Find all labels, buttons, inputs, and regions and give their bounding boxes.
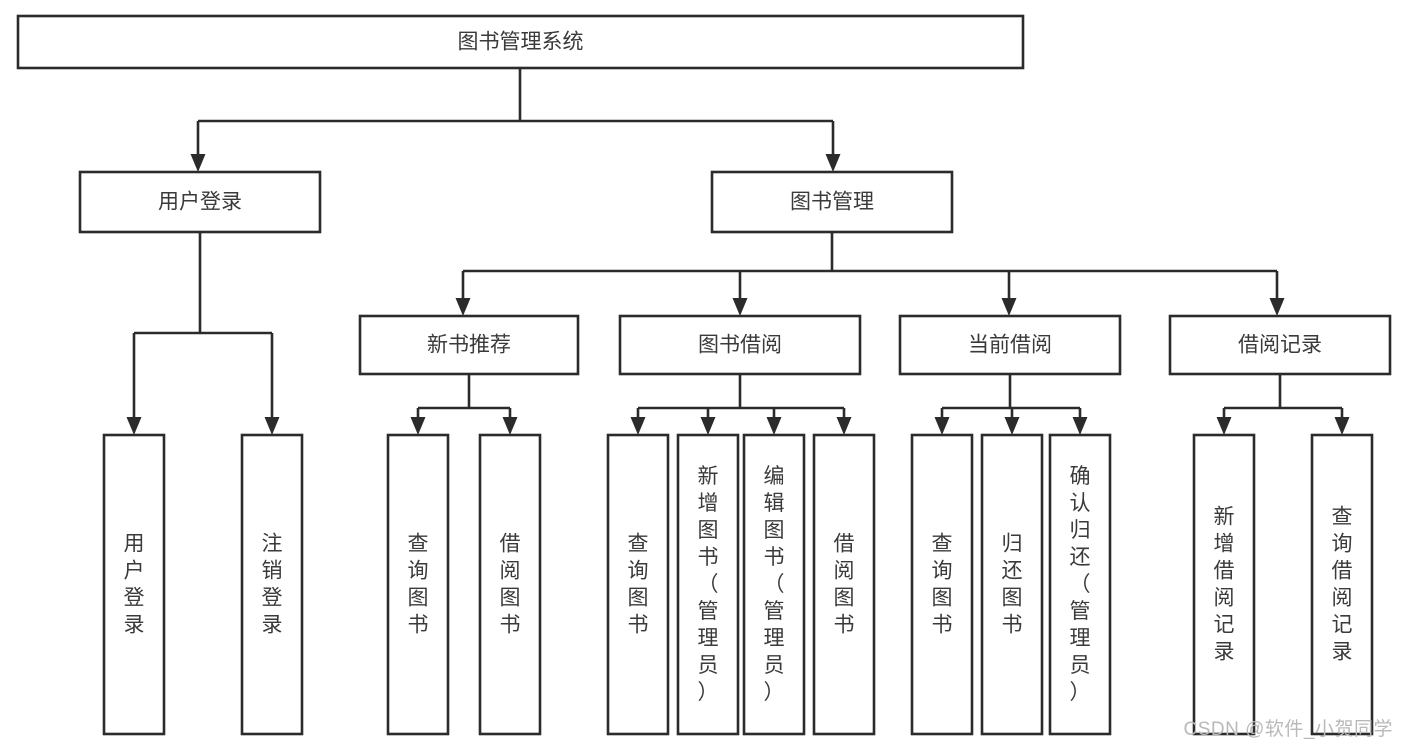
- node-leaf-7[interactable]: 借阅图书: [812, 433, 876, 736]
- box-label: 图书管理系统: [458, 31, 584, 54]
- connector-newbook-to-leaves-arrow-1-head: [502, 417, 518, 435]
- node-leaf-4[interactable]: 查询图书: [606, 433, 670, 736]
- box-label: 图书管理: [790, 191, 874, 214]
- connector-root-to-level2-arrow-1-head: [825, 154, 841, 172]
- node-leaf-3[interactable]: 借阅图书: [478, 433, 542, 736]
- box-label: 确认归还（管理员）: [1070, 465, 1091, 704]
- box-label: 用户登录: [124, 533, 145, 637]
- connector-layer: [126, 68, 1350, 435]
- connector-current-to-leaves-arrow-2-head: [1072, 417, 1088, 435]
- node-leaf-10[interactable]: 确认归还（管理员）: [1048, 433, 1112, 736]
- box-shape: [812, 433, 876, 736]
- node-level3-3[interactable]: 借阅记录: [1168, 314, 1392, 376]
- box-shape: [910, 433, 974, 736]
- box-label: 查询借阅记录: [1332, 506, 1353, 664]
- box-shape: [386, 433, 450, 736]
- box-label: 归还图书: [1002, 533, 1023, 637]
- box-shape: [1168, 314, 1392, 376]
- box-shape: [78, 170, 322, 234]
- box-label: 新增借阅记录: [1214, 506, 1235, 664]
- connector-record-to-leaves-arrow-0-head: [1216, 417, 1232, 435]
- node-leaf-5[interactable]: 新增图书（管理员）: [676, 433, 740, 736]
- box-shape: [240, 433, 304, 736]
- box-label: 图书借阅: [698, 334, 782, 357]
- node-leaf-6[interactable]: 编辑图书（管理员）: [742, 433, 806, 736]
- connector-current-to-leaves-arrow-1-head: [1004, 417, 1020, 435]
- node-leaf-8[interactable]: 查询图书: [910, 433, 974, 736]
- connector-bookmgmt-to-level3-arrow-3-head: [1269, 298, 1285, 316]
- node-level2-0[interactable]: 用户登录: [78, 170, 322, 234]
- box-label: 编辑图书（管理员）: [764, 465, 785, 704]
- box-shape: [478, 433, 542, 736]
- box-shape: [606, 433, 670, 736]
- box-shape: [898, 314, 1122, 376]
- box-label: 借阅图书: [834, 533, 855, 637]
- connector-borrow-to-leaves-arrow-0-head: [630, 417, 646, 435]
- node-level2-1[interactable]: 图书管理: [710, 170, 954, 234]
- box-shape: [618, 314, 862, 376]
- node-level3-2[interactable]: 当前借阅: [898, 314, 1122, 376]
- box-shape: [676, 433, 740, 736]
- node-leaf-9[interactable]: 归还图书: [980, 433, 1044, 736]
- node-layer: 图书管理系统用户登录图书管理新书推荐图书借阅当前借阅借阅记录用户登录注销登录查询…: [16, 14, 1392, 736]
- box-shape: [742, 433, 806, 736]
- connector-bookmgmt-to-level3-arrow-0-head: [455, 298, 471, 316]
- box-label: 借阅图书: [500, 533, 521, 637]
- box-label: 当前借阅: [968, 334, 1052, 357]
- box-shape: [102, 433, 166, 736]
- node-leaf-2[interactable]: 查询图书: [386, 433, 450, 736]
- node-root-system[interactable]: 图书管理系统: [16, 14, 1025, 70]
- connector-bookmgmt-to-level3-arrow-1-head: [732, 298, 748, 316]
- box-label: 查询图书: [408, 533, 429, 637]
- box-shape: [1048, 433, 1112, 736]
- box-label: 借阅记录: [1238, 334, 1322, 357]
- connector-record-to-leaves-arrow-1-head: [1334, 417, 1350, 435]
- node-level3-0[interactable]: 新书推荐: [358, 314, 580, 376]
- box-label: 查询图书: [932, 533, 953, 637]
- box-label: 注销登录: [262, 533, 283, 637]
- connector-borrow-to-leaves-arrow-3-head: [836, 417, 852, 435]
- node-leaf-1[interactable]: 注销登录: [240, 433, 304, 736]
- box-shape: [1192, 433, 1256, 736]
- connector-bookmgmt-to-level3-arrow-2-head: [1001, 298, 1017, 316]
- connector-borrow-to-leaves-arrow-2-head: [766, 417, 782, 435]
- box-shape: [16, 14, 1025, 70]
- box-label: 新书推荐: [427, 334, 511, 357]
- node-level3-1[interactable]: 图书借阅: [618, 314, 862, 376]
- connector-newbook-to-leaves-arrow-0-head: [410, 417, 426, 435]
- connector-userlogin-to-leaves-arrow-1-head: [264, 417, 280, 435]
- box-label: 用户登录: [158, 191, 242, 214]
- box-label: 新增图书（管理员）: [698, 465, 719, 704]
- box-shape: [980, 433, 1044, 736]
- box-shape: [1310, 433, 1374, 736]
- connector-current-to-leaves-arrow-0-head: [934, 417, 950, 435]
- connector-userlogin-to-leaves-arrow-0-head: [126, 417, 142, 435]
- node-leaf-12[interactable]: 查询借阅记录: [1310, 433, 1374, 736]
- box-shape: [710, 170, 954, 234]
- connector-root-to-level2-arrow-0-head: [190, 154, 206, 172]
- box-shape: [358, 314, 580, 376]
- node-leaf-11[interactable]: 新增借阅记录: [1192, 433, 1256, 736]
- connector-borrow-to-leaves-arrow-1-head: [700, 417, 716, 435]
- node-leaf-0[interactable]: 用户登录: [102, 433, 166, 736]
- box-label: 查询图书: [628, 533, 649, 637]
